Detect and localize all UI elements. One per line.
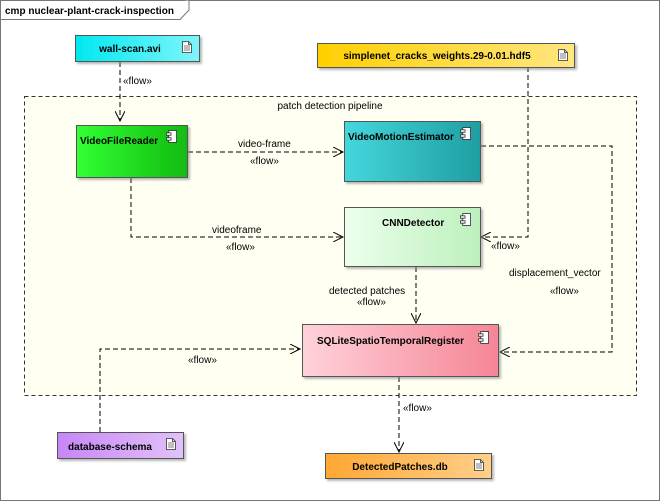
edge-label-videoframe: videoframe bbox=[212, 225, 262, 236]
edge-weights-to-cnn[interactable] bbox=[481, 67, 529, 237]
package-label: patch detection pipeline bbox=[277, 101, 383, 112]
component-sqlite-register[interactable] bbox=[302, 324, 499, 377]
document-icon bbox=[474, 459, 484, 471]
flow-label-weights-cnn: «flow» bbox=[491, 241, 520, 252]
edge-label-displacement-vector: displacement_vector bbox=[509, 268, 601, 279]
flow-label-schema-register: «flow» bbox=[188, 355, 217, 366]
component-cnn-detector[interactable] bbox=[344, 207, 481, 267]
flow-label-motion-register: «flow» bbox=[550, 286, 579, 297]
frame-title: cmp nuclear-plant-crack-inspection bbox=[5, 6, 174, 17]
document-icon bbox=[166, 438, 176, 450]
artifact-wall-scan[interactable] bbox=[75, 35, 200, 62]
flow-label-scan-reader: «flow» bbox=[123, 76, 152, 87]
document-icon bbox=[182, 41, 192, 53]
artifact-database-schema-label: database-schema bbox=[68, 442, 152, 453]
edge-label-video-frame: video-frame bbox=[238, 139, 291, 150]
component-cnn-detector-label: CNNDetector bbox=[382, 218, 444, 229]
component-sqlite-register-label: SQLiteSpatioTemporalRegister bbox=[317, 336, 464, 347]
document-icon bbox=[558, 49, 568, 61]
edge-reader-to-cnn[interactable] bbox=[130, 178, 343, 237]
flow-label-reader-motion: «flow» bbox=[250, 156, 279, 167]
artifact-weights[interactable] bbox=[317, 43, 575, 68]
component-video-file-reader-label: VideoFileReader bbox=[80, 136, 158, 147]
artifact-detected-patches-db-label: DetectedPatches.db bbox=[352, 462, 448, 473]
flow-label-cnn-register: «flow» bbox=[357, 297, 386, 308]
artifact-database-schema[interactable] bbox=[57, 432, 184, 459]
artifact-wall-scan-label: wall-scan.avi bbox=[98, 44, 161, 55]
flow-label-register-db: «flow» bbox=[403, 403, 432, 414]
component-video-motion-estimator-label: VideoMotionEstimator bbox=[348, 132, 454, 143]
artifact-weights-label: simplenet_cracks_weights.29-0.01.hdf5 bbox=[343, 51, 531, 62]
edge-schema-to-register[interactable] bbox=[99, 349, 300, 432]
artifact-detected-patches-db[interactable] bbox=[325, 453, 492, 479]
edge-label-detected-patches: detected patches bbox=[329, 286, 405, 297]
flow-label-reader-cnn: «flow» bbox=[226, 242, 255, 253]
component-video-motion-estimator[interactable] bbox=[344, 121, 481, 182]
edge-motion-to-register[interactable] bbox=[481, 145, 613, 352]
frame-tab bbox=[0, 0, 190, 20]
